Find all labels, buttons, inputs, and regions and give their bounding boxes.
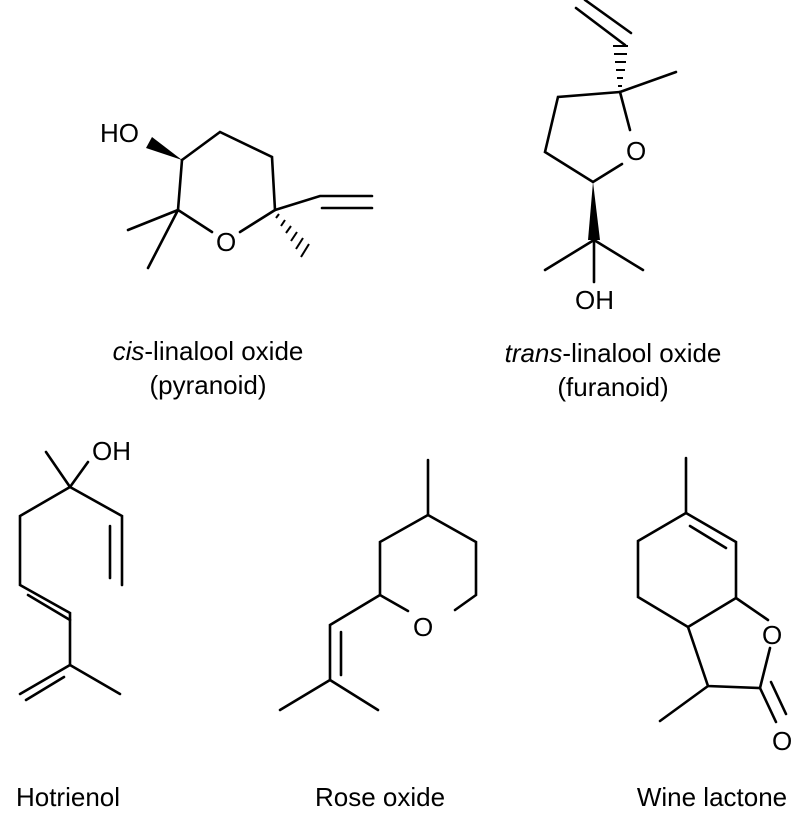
ring-oxygen-label: O [216, 227, 236, 257]
caption: Hotrienol [16, 782, 120, 812]
rose-oxide-structure: O Rose oxide [278, 458, 478, 812]
caption-prefix: trans [505, 338, 563, 368]
caption-prefix: cis [113, 336, 145, 366]
ring-oxygen-label: O [762, 620, 782, 650]
hydroxyl-label: HO [100, 118, 139, 148]
hydroxyl-label: OH [575, 285, 614, 315]
caption: Wine lactone [637, 782, 787, 812]
wine-lactone-structure: O O Wine lactone [636, 456, 792, 812]
ring-oxygen-label: O [413, 612, 433, 642]
cis-linalool-oxide-structure: HO O cis-linalool oxide (pyranoid) [100, 118, 374, 400]
subcaption: (furanoid) [557, 372, 668, 402]
ring-oxygen-label: O [626, 136, 646, 166]
caption-rest: -linalool oxide [144, 336, 303, 366]
carbonyl-oxygen-label: O [772, 726, 792, 756]
caption: Rose oxide [315, 782, 445, 812]
caption: trans-linalool oxide [505, 338, 722, 368]
hydroxyl-label: OH [92, 436, 131, 466]
wedge-bond [146, 137, 182, 160]
hashed-bond [275, 213, 310, 258]
wedge-bond [588, 182, 600, 240]
trans-linalool-oxide-structure: O OH trans-linalool oxide (furanoid) [505, 0, 722, 402]
caption-rest: -linalool oxide [562, 338, 721, 368]
hotrienol-structure: OH Hotrienol [16, 436, 131, 812]
hashed-bond [613, 45, 628, 87]
subcaption: (pyranoid) [149, 370, 266, 400]
caption: cis-linalool oxide [113, 336, 304, 366]
